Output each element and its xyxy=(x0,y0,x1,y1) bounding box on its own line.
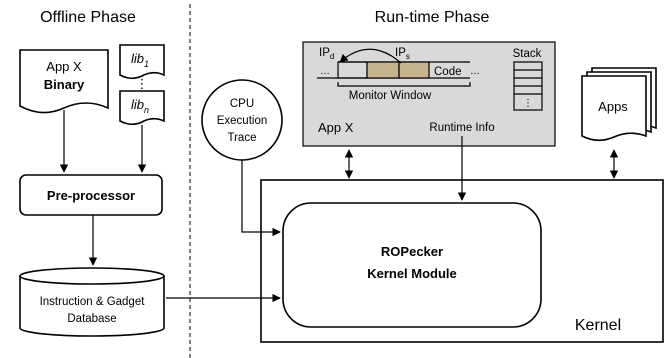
app-x-binary-label-line1: App X xyxy=(46,59,82,74)
arrow-cpu-trace-to-module xyxy=(241,160,281,237)
code-ellipsis-right: … xyxy=(470,66,480,77)
cpu-trace-line1: CPU xyxy=(230,98,254,110)
svg-text:lib1: lib1 xyxy=(131,51,149,69)
database-label-line2: Database xyxy=(67,313,116,325)
lib-dots: ⋮ xyxy=(136,76,149,91)
stack-dots: ⋮ xyxy=(523,98,533,109)
module-label-line1: ROPecker xyxy=(381,244,443,259)
ip-s-subscript: s xyxy=(406,52,410,61)
ip-d-label: IP xyxy=(319,47,330,59)
cpu-execution-trace-circle: CPU Execution Trace xyxy=(201,79,283,161)
lib-n-document xyxy=(119,90,165,126)
lib-1-label: lib xyxy=(131,51,144,66)
lib-n-subscript: n xyxy=(144,105,149,115)
offline-phase-title: Offline Phase xyxy=(40,9,136,26)
preprocessor-label: Pre-processor xyxy=(47,188,135,203)
lib-1-document xyxy=(119,44,165,80)
svg-text:libn: libn xyxy=(131,97,149,115)
cpu-trace-line2: Execution xyxy=(217,115,268,127)
app-x-name: App X xyxy=(318,120,354,135)
preprocessor-box: Pre-processor xyxy=(19,174,163,216)
code-ellipsis-left: … xyxy=(320,66,330,77)
stack-label: Stack xyxy=(513,48,542,60)
runtime-info-label: Runtime Info xyxy=(429,122,494,134)
kernel-label: Kernel xyxy=(575,317,621,334)
runtime-phase-title: Run-time Phase xyxy=(375,9,490,26)
ip-jump-arrow xyxy=(339,48,402,64)
module-label-line2: Kernel Module xyxy=(367,266,457,281)
app-x-binary-document: App X Binary xyxy=(19,49,109,114)
lib-1-subscript: 1 xyxy=(144,59,149,69)
monitor-window-label: Monitor Window xyxy=(349,90,432,102)
monitor-window-bracket xyxy=(337,82,471,87)
code-label: Code xyxy=(434,66,462,78)
cpu-trace-line3: Trace xyxy=(228,132,257,144)
ip-s-label: IP xyxy=(395,47,406,59)
apps-documents: Apps xyxy=(581,67,657,142)
database-label-line1: Instruction & Gadget xyxy=(40,296,146,308)
apps-label: Apps xyxy=(598,99,628,114)
svg-text:IPs: IPs xyxy=(395,47,410,61)
library-documents: lib1 ⋮ libn xyxy=(119,44,165,126)
gadget-database-cylinder: Instruction & Gadget Database xyxy=(19,267,165,337)
ropecker-kernel-module: ROPecker Kernel Module xyxy=(282,202,542,328)
lib-n-label: lib xyxy=(131,97,144,112)
ip-d-subscript: d xyxy=(330,52,334,61)
monitor-window-highlight-2 xyxy=(398,61,430,79)
svg-text:IPd: IPd xyxy=(319,47,334,61)
app-x-runtime-panel: … Code … IPd IPs Monitor Window Stack ⋮ … xyxy=(302,41,556,147)
app-x-binary-label-line2: Binary xyxy=(44,77,85,92)
monitor-window-highlight-1 xyxy=(366,61,400,79)
